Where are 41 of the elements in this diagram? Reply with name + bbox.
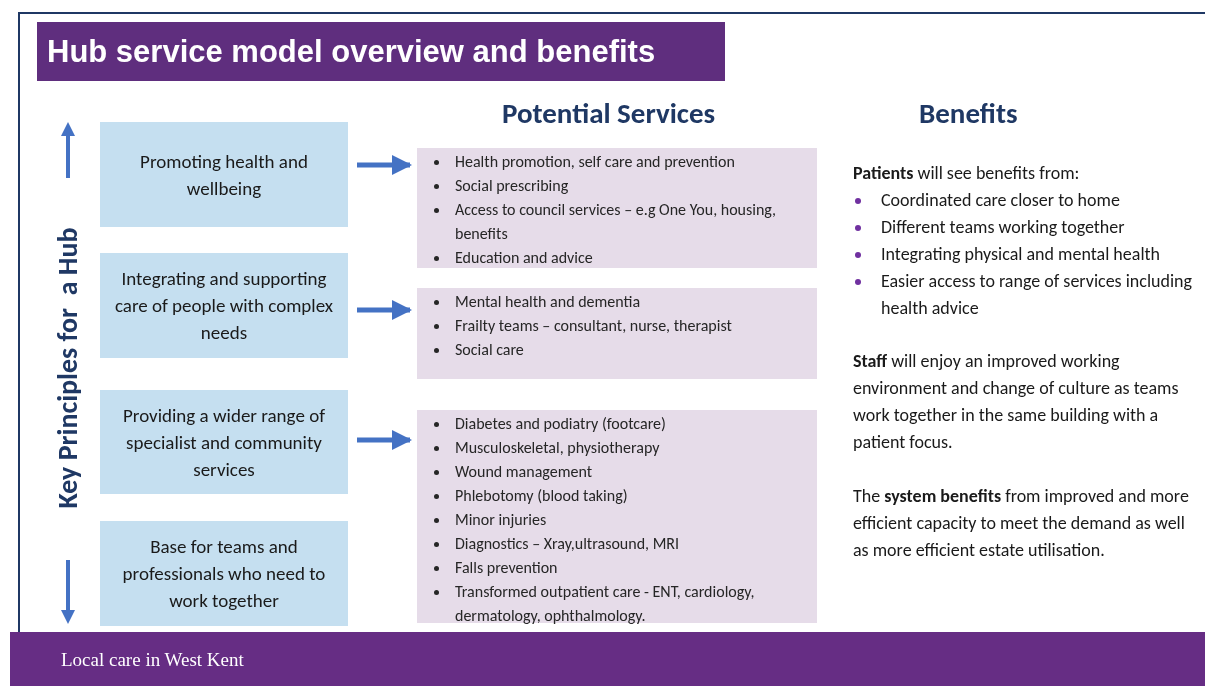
- principle-box: [100, 390, 348, 494]
- benefit-item: Coordinated care closer to home: [881, 188, 1120, 213]
- title-banner: Hub service model overview and benefits: [37, 22, 725, 81]
- service-item: Diagnostics – Xray,ultrasound, MRI: [455, 533, 681, 555]
- service-item: Diabetes and podiatry (footcare): [455, 413, 667, 435]
- vertical-heading: Key Principles for a Hub: [52, 227, 84, 509]
- service-item: Falls prevention: [455, 557, 559, 579]
- service-item: Social prescribing: [455, 175, 570, 197]
- principle-box: [100, 122, 348, 227]
- service-item: Transformed outpatient care - ENT, cardiology, dermatology, ophthalmology.: [455, 581, 756, 627]
- benefits-text: The system benefits from improved and more efficient capacity to meet the demand as well as more efficient estate utilisation.: [853, 484, 1190, 563]
- arrow: [357, 155, 412, 175]
- service-item: Access to council services – e.g One You, housing, benefits: [455, 199, 778, 245]
- principle-box: [100, 521, 348, 626]
- principle-text: Promoting health and wellbeing: [139, 148, 309, 202]
- service-item: Musculoskeletal, physiotherapy: [455, 437, 661, 459]
- column-heading: Potential Services: [502, 95, 716, 131]
- service-item: Wound management: [455, 461, 594, 483]
- column-heading: Benefits: [919, 95, 1018, 131]
- services-box: [417, 148, 817, 268]
- benefits-text: Staff will enjoy an improved working environment and change of culture as teams work together in the same building with a patient focus.: [853, 349, 1180, 455]
- service-item: Health promotion, self care and prevention: [455, 151, 736, 173]
- services-box: [417, 410, 817, 623]
- benefit-item: Different teams working together: [881, 215, 1125, 240]
- benefits-text: Patients will see benefits from:: [853, 161, 1081, 186]
- services-box: [417, 288, 817, 379]
- service-item: Frailty teams – consultant, nurse, therapist: [455, 315, 733, 337]
- service-item: Minor injuries: [455, 509, 548, 531]
- service-item: Phlebotomy (blood taking): [455, 485, 629, 507]
- arrow: [357, 300, 412, 320]
- service-item: Education and advice: [455, 247, 594, 269]
- principle-text: Integrating and supporting care of people with complex needs: [113, 266, 335, 346]
- benefit-item: Easier access to range of services including health advice: [881, 269, 1194, 321]
- arrow: [357, 430, 412, 450]
- service-item: Social care: [455, 339, 525, 361]
- principle-box: [100, 253, 348, 358]
- footer-text: Local care in West Kent: [61, 648, 244, 672]
- benefit-item: Integrating physical and mental health: [881, 242, 1160, 267]
- principle-text: Providing a wider range of specialist and community services: [122, 402, 326, 483]
- principle-text: Base for teams and professionals who need to work together: [121, 534, 327, 614]
- service-item: Mental health and dementia: [455, 291, 642, 313]
